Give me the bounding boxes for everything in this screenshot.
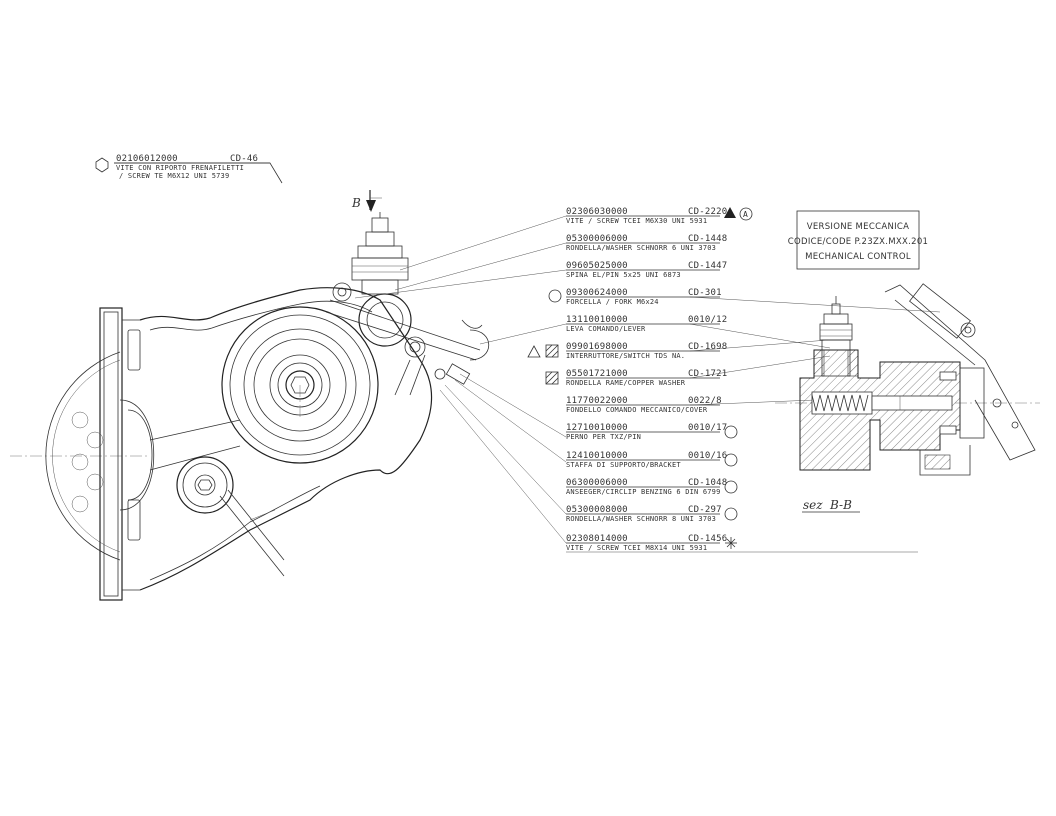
circle-icon	[724, 425, 738, 439]
top-callout-desc1: VITE CON RIPORTO FRENAFILETTI	[116, 164, 244, 172]
top-callout-code: 02106012000	[116, 154, 178, 164]
svg-text:09901698000: 09901698000	[566, 342, 628, 352]
svg-text:INTERRUTTORE/SWITCH TDS NA.: INTERRUTTORE/SWITCH TDS NA.	[566, 352, 685, 360]
svg-text:CD-297: CD-297	[688, 505, 722, 515]
star-icon	[725, 537, 737, 549]
svg-text:05501721000: 05501721000	[566, 369, 628, 379]
svg-text:05300006000: 05300006000	[566, 234, 628, 244]
svg-text:06300006000: 06300006000	[566, 478, 628, 488]
section-marker-letter: B	[351, 196, 361, 210]
leader-lines	[354, 215, 941, 544]
part-row: 11770022000 0022/8 FONDELLO COMANDO MECC…	[566, 396, 722, 414]
svg-text:SPINA EL/PIN 5x25 UNI 6873: SPINA EL/PIN 5x25 UNI 6873	[566, 271, 681, 279]
svg-text:RONDELLA RAME/COPPER WASHER: RONDELLA RAME/COPPER WASHER	[566, 379, 686, 387]
section-label-prefix: sez	[803, 498, 823, 512]
svg-text:CD-1721: CD-1721	[688, 369, 727, 379]
svg-text:CD-1448: CD-1448	[688, 234, 727, 244]
circle-icon	[724, 507, 738, 521]
svg-text:PERNO PER TXZ/PIN: PERNO PER TXZ/PIN	[566, 433, 641, 441]
svg-text:0022/8: 0022/8	[688, 396, 722, 406]
part-row: 12710010000 0010/17 PERNO PER TXZ/PIN	[566, 423, 738, 441]
part-row: 06300006000 CD-1048 ANSEEGER/CIRCLIP BEN…	[566, 478, 738, 496]
svg-text:RONDELLA/WASHER SCHNORR 8 UNI: RONDELLA/WASHER SCHNORR 8 UNI 3703	[566, 515, 716, 523]
svg-text:CD-1698: CD-1698	[688, 342, 727, 352]
svg-text:05300008000: 05300008000	[566, 505, 628, 515]
svg-text:0010/17: 0010/17	[688, 423, 727, 433]
circle-icon	[724, 453, 738, 467]
hexagon-icon	[95, 157, 109, 173]
svg-text:0010/16: 0010/16	[688, 451, 727, 461]
svg-text:09605025000: 09605025000	[566, 261, 628, 271]
parts-list: 02306030000 CD-2220 VITE / SCREW TCEI M6…	[527, 207, 918, 553]
top-callout: 02106012000 CD-46 VITE CON RIPORTO FRENA…	[95, 154, 283, 184]
svg-text:FONDELLO COMANDO MECCANICO/COV: FONDELLO COMANDO MECCANICO/COVER	[566, 406, 708, 414]
version-line3: MECHANICAL CONTROL	[805, 252, 911, 262]
svg-text:CD-1447: CD-1447	[688, 261, 727, 271]
section-label-name: B-B	[829, 498, 852, 512]
svg-text:STAFFA DI SUPPORTO/BRACKET: STAFFA DI SUPPORTO/BRACKET	[566, 461, 681, 469]
svg-text:FORCELLA / FORK M6x24: FORCELLA / FORK M6x24	[566, 298, 659, 306]
section-marker-b: B	[351, 190, 382, 212]
top-callout-ref: CD-46	[230, 154, 258, 164]
svg-text:13110010000: 13110010000	[566, 315, 628, 325]
svg-text:RONDELLA/WASHER SCHNORR 6 UNI: RONDELLA/WASHER SCHNORR 6 UNI 3703	[566, 244, 716, 252]
svg-text:CD-1048: CD-1048	[688, 478, 727, 488]
version-box: VERSIONE MECCANICA CODICE/CODE P.23ZX.MX…	[788, 210, 928, 270]
top-callout-desc2: / SCREW TE M6X12 UNI 5739	[119, 172, 229, 180]
part-row: 05300006000 CD-1448 RONDELLA/WASHER SCHN…	[566, 234, 727, 252]
part-row: 05300008000 CD-297 RONDELLA/WASHER SCHNO…	[566, 505, 738, 523]
svg-text:LEVA COMANDO/LEVER: LEVA COMANDO/LEVER	[566, 325, 646, 333]
version-line2: CODICE/CODE P.23ZX.MXX.201	[788, 237, 928, 247]
svg-text:12410010000: 12410010000	[566, 451, 628, 461]
svg-text:VITE / SCREW TCEI M6X30 UNI 59: VITE / SCREW TCEI M6X30 UNI 5931	[566, 217, 707, 225]
part-row: 09605025000 CD-1447 SPINA EL/PIN 5x25 UN…	[566, 261, 727, 279]
svg-text:CD-1456: CD-1456	[688, 534, 727, 544]
svg-text:A: A	[743, 210, 748, 219]
part-row: 02306030000 CD-2220 VITE / SCREW TCEI M6…	[566, 207, 753, 225]
part-row: 12410010000 0010/16 STAFFA DI SUPPORTO/B…	[566, 451, 738, 469]
section-view-bb	[775, 283, 1040, 476]
part-row: 09901698000 CD-1698 INTERRUTTORE/SWITCH …	[527, 342, 727, 360]
version-line1: VERSIONE MECCANICA	[807, 222, 910, 232]
svg-text:0010/12: 0010/12	[688, 315, 727, 325]
triangle-icon	[527, 345, 541, 358]
svg-text:CD-301: CD-301	[688, 288, 722, 298]
part-row: 09300624000 CD-301 FORCELLA / FORK M6x24	[548, 288, 722, 306]
svg-text:ANSEEGER/CIRCLIP BENZING 6 DIN: ANSEEGER/CIRCLIP BENZING 6 DIN 6799	[566, 488, 721, 496]
svg-text:VITE / SCREW TCEI M8X14 UNI 59: VITE / SCREW TCEI M8X14 UNI 5931	[566, 544, 707, 552]
section-label: sez B-B	[802, 498, 860, 513]
part-row: 05501721000 CD-1721 RONDELLA RAME/COPPER…	[545, 369, 727, 387]
circle-a-icon	[739, 207, 753, 221]
circle-icon	[724, 480, 738, 494]
circle-icon	[548, 289, 562, 303]
svg-text:02306030000: 02306030000	[566, 207, 628, 217]
svg-text:02308014000: 02308014000	[566, 534, 628, 544]
part-row: 13110010000 0010/12 LEVA COMANDO/LEVER	[566, 315, 727, 333]
part-row: 02308014000 CD-1456 VITE / SCREW TCEI M8…	[566, 534, 737, 552]
main-assembly-view	[10, 212, 489, 601]
triangle-filled-icon	[724, 207, 736, 218]
svg-text:CD-2220: CD-2220	[688, 207, 727, 217]
svg-text:12710010000: 12710010000	[566, 423, 628, 433]
svg-text:09300624000: 09300624000	[566, 288, 628, 298]
svg-text:11770022000: 11770022000	[566, 396, 628, 406]
